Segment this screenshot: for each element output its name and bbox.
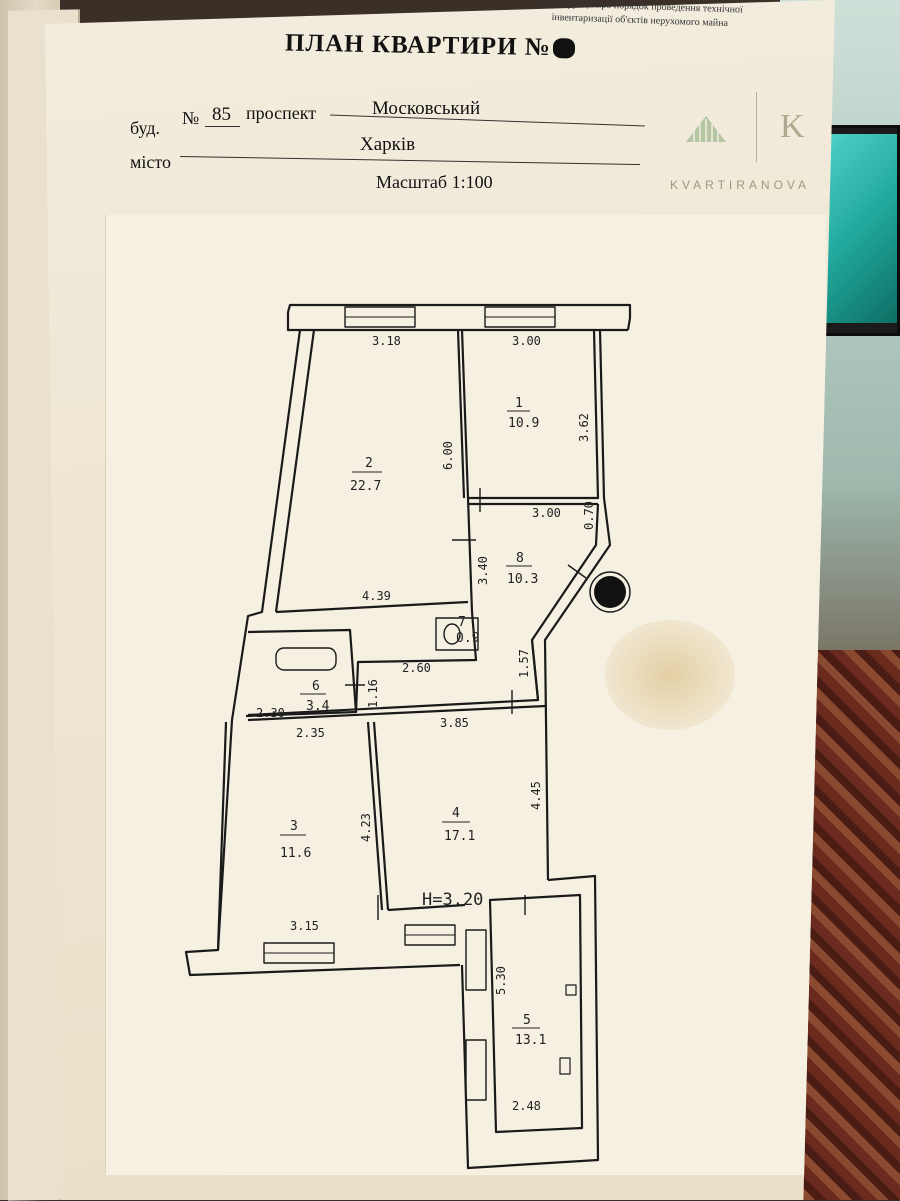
underline	[205, 126, 240, 127]
dimension: 2.35	[296, 726, 325, 740]
dimension: 3.18	[372, 334, 401, 348]
walls	[184, 303, 632, 1170]
dimension: 4.23	[359, 813, 373, 842]
dimension: 4.39	[362, 589, 391, 603]
room-number: 4	[452, 806, 460, 821]
room-area: 13.1	[515, 1033, 546, 1048]
dimension: 3.62	[577, 413, 591, 442]
logo-brand: KVARTIRANOVA	[670, 178, 811, 192]
dimension: 3.85	[440, 716, 469, 730]
dimension: 2.48	[512, 1099, 541, 1113]
street-type: проспект	[246, 103, 317, 123]
room-area: 22.7	[350, 479, 381, 494]
room-area: 17.1	[444, 829, 475, 844]
ceiling-height: H=3.20	[422, 890, 483, 910]
dimension: 3.40	[476, 556, 490, 585]
document-page	[45, 0, 835, 1200]
room-number: 3	[290, 819, 298, 834]
dimension: 2.30	[256, 706, 285, 720]
room-area: 10.9	[508, 416, 539, 431]
building-number: 85	[212, 104, 231, 125]
city-label: місто	[130, 152, 172, 172]
building-logo-icon	[686, 116, 726, 142]
dimension: 3.00	[512, 334, 541, 348]
dimension: 6.00	[441, 441, 455, 470]
dimension: 4.45	[529, 781, 543, 810]
room-number: 8	[516, 551, 524, 566]
logo-letter: K	[780, 108, 805, 145]
room-labels: 1 10.9 2 22.7 3 11.6 4 17.1 5 13.1 6 3.4…	[280, 396, 546, 1048]
room-number: 5	[523, 1013, 531, 1028]
riser-outline	[589, 571, 631, 613]
monitor-screen	[823, 134, 897, 323]
dimension: 1.16	[366, 679, 380, 708]
dimension: 3.15	[290, 919, 319, 933]
scale: Масштаб 1:100	[376, 172, 493, 192]
dimension: 1.57	[517, 649, 531, 678]
watermark-logo: K KVARTIRANOVA	[668, 92, 838, 202]
room-number: 6	[312, 679, 320, 694]
logo-separator	[756, 92, 757, 162]
street-name: Московський	[372, 98, 481, 119]
dimension: 5.30	[494, 966, 508, 995]
stain	[605, 620, 735, 730]
riser-marker	[594, 576, 626, 608]
dimension: 0.70	[582, 501, 596, 530]
room-area: 10.3	[507, 572, 538, 587]
dimension: 2.60	[402, 661, 431, 675]
room-area: 3.4	[306, 699, 330, 714]
room-area: 11.6	[280, 846, 311, 861]
building-label: буд.	[130, 118, 160, 138]
city-value: Харків	[360, 134, 416, 155]
room-number: 1	[515, 396, 523, 411]
room-area: 0.9	[456, 631, 479, 646]
dimension: 3.00	[532, 506, 561, 520]
dimension-labels: 3.18 3.00 6.00 3.62 3.00 0.70 3.40 4.39 …	[256, 334, 596, 1113]
room-number: 7	[458, 615, 466, 630]
number-sign: №	[182, 108, 200, 128]
room-number: 2	[365, 456, 373, 471]
